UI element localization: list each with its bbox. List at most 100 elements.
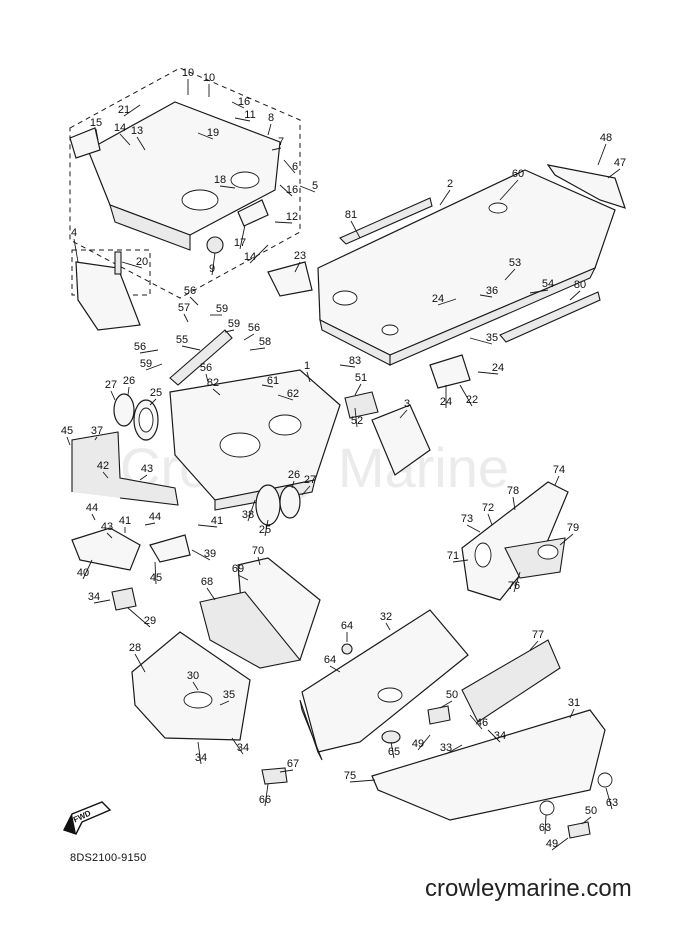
leader-line-c9 [211, 252, 216, 276]
leader-line-c56c [139, 349, 159, 354]
callout-c43b: 43 [101, 521, 113, 533]
leader-line-c5 [299, 185, 316, 193]
part-64-plug [341, 643, 353, 655]
callout-c16b: 16 [286, 184, 298, 196]
deck-hole-2 [488, 202, 508, 214]
leader-line-c43a [139, 474, 148, 481]
part-29-clip [111, 587, 137, 611]
leader-line-c34c [197, 741, 202, 765]
engine-bed-opening-2 [268, 414, 302, 436]
callout-c24b: 24 [492, 362, 504, 374]
leader-line-c21 [123, 104, 141, 117]
callout-c83: 83 [349, 355, 361, 367]
callout-c63a: 63 [606, 797, 618, 809]
callout-c34c: 34 [195, 752, 207, 764]
callout-c50b: 50 [585, 805, 597, 817]
leader-line-c83 [339, 364, 356, 368]
part-26-gasket-lower [279, 485, 301, 519]
callout-c35b: 35 [223, 689, 235, 701]
callout-c3: 3 [404, 398, 410, 410]
callout-c55: 55 [176, 334, 188, 346]
leader-line-c63b [544, 814, 547, 835]
callout-c21: 21 [118, 104, 130, 116]
callout-c64a: 64 [341, 620, 353, 632]
callout-c50a: 50 [446, 689, 458, 701]
callout-c30: 30 [187, 670, 199, 682]
leader-line-c26b [291, 480, 295, 489]
callout-c44b: 44 [149, 511, 161, 523]
part-50-clip-upper [427, 705, 451, 725]
part-23-cover [267, 261, 313, 297]
part-80-strip [499, 291, 601, 343]
callout-c79: 79 [567, 522, 579, 534]
leader-line-c61 [261, 384, 274, 388]
leader-line-c66 [264, 783, 269, 807]
leader-line-c20 [121, 261, 143, 269]
part-30-opening [183, 691, 213, 709]
callout-c56b: 56 [248, 322, 260, 334]
part-26-gasket [113, 393, 135, 427]
callout-c52: 52 [351, 415, 363, 427]
callout-c29: 29 [144, 615, 156, 627]
leader-line-c71 [452, 559, 469, 563]
leader-line-c64b [329, 665, 341, 673]
leader-line-c52 [354, 407, 358, 428]
leader-line-c17 [239, 224, 246, 250]
part-68-liner [199, 591, 301, 669]
leader-line-c34d [231, 737, 244, 755]
leader-line-c32 [385, 622, 391, 631]
engine-bed-opening-1 [219, 432, 261, 458]
callout-c37: 37 [91, 425, 103, 437]
leader-line-c33 [445, 744, 463, 755]
callout-c41a: 41 [119, 515, 131, 527]
leader-line-c15 [95, 128, 99, 141]
leader-line-c11 [234, 117, 251, 122]
leader-line-c54 [529, 289, 549, 294]
callout-c43a: 43 [141, 463, 153, 475]
callout-c17: 17 [234, 237, 246, 249]
part-47-bracket [546, 164, 626, 209]
leader-line-c78 [512, 496, 516, 511]
callout-c24a: 24 [432, 293, 444, 305]
upper-frame-opening-2 [230, 171, 260, 189]
part-4-outline [71, 249, 151, 296]
callout-c33: 33 [440, 742, 452, 754]
leader-line-c24a [437, 298, 457, 306]
part-31-side [371, 709, 606, 821]
leader-line-c35a [469, 337, 493, 345]
leader-line-c38 [247, 499, 256, 522]
callout-c2: 2 [447, 178, 453, 190]
leader-line-c81 [350, 220, 361, 239]
leader-line-c12 [274, 221, 293, 224]
callout-c59b: 59 [228, 318, 240, 330]
callout-c60: 60 [512, 168, 524, 180]
part-17-plate [237, 199, 269, 227]
callout-c80: 80 [574, 279, 586, 291]
leader-line-c26a [127, 386, 130, 396]
callout-c34a: 34 [88, 591, 100, 603]
leader-line-c72 [487, 513, 493, 526]
leader-line-c16a [231, 101, 245, 109]
callout-c51: 51 [355, 372, 367, 384]
callout-c47: 47 [614, 157, 626, 169]
leader-line-c57 [183, 313, 189, 323]
leader-line-c76 [513, 571, 521, 593]
callout-c74: 74 [553, 464, 565, 476]
leader-line-c77 [529, 640, 539, 651]
leader-line-c56d [205, 373, 209, 383]
leader-line-c43b [106, 532, 113, 539]
callout-c9: 9 [209, 263, 215, 275]
leader-line-c22 [459, 384, 473, 407]
drawing-code: 8DS2100-9150 [70, 852, 147, 864]
callout-c4: 4 [71, 227, 77, 239]
callout-c76: 76 [508, 580, 520, 592]
callout-c59c: 59 [140, 358, 152, 370]
callout-c61: 61 [267, 375, 279, 387]
callout-c68: 68 [201, 576, 213, 588]
upper-frame-opening [181, 189, 219, 211]
leader-line-c74 [554, 475, 560, 486]
leader-line-c67 [279, 769, 294, 773]
leader-line-c80 [569, 290, 581, 301]
